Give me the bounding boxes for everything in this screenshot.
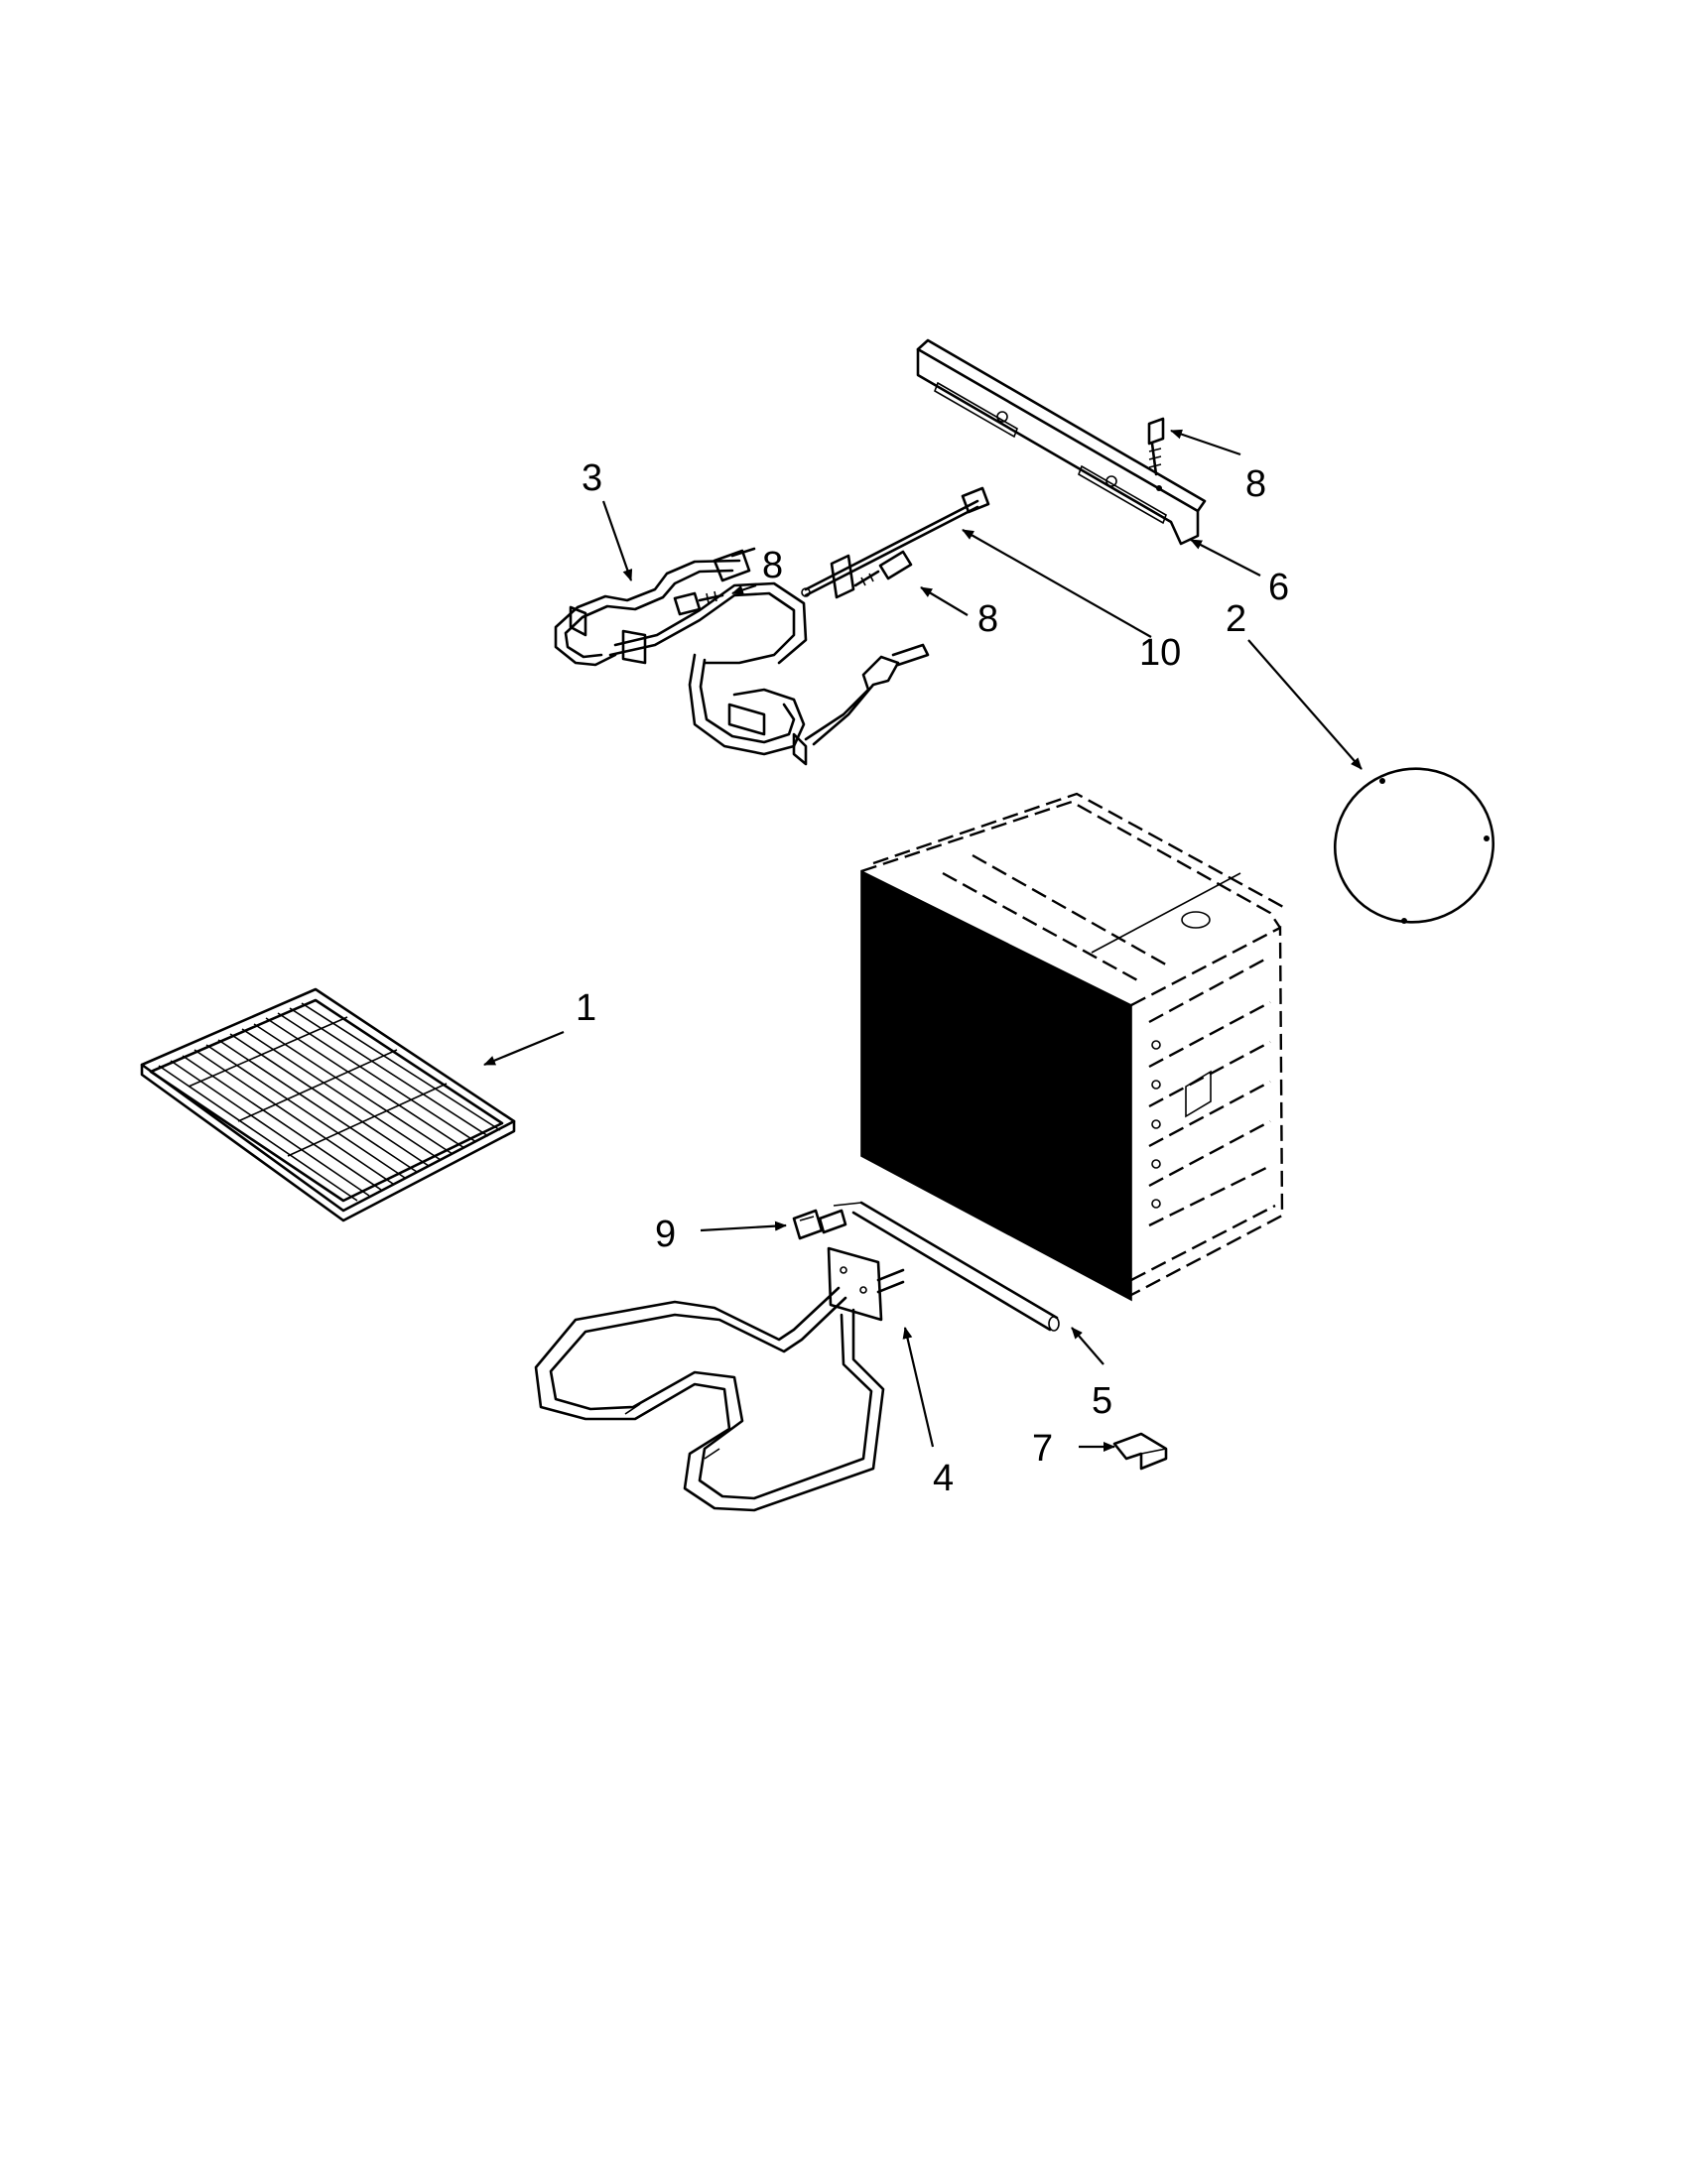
clip-icon (1112, 1432, 1168, 1471)
callout-10: 10 (1139, 632, 1181, 674)
lower-bake-element (534, 1246, 905, 1512)
sensor-probe (801, 486, 990, 599)
mounting-bracket (916, 338, 1207, 546)
callout-8-top: 8 (1245, 463, 1266, 505)
callout-8-mid: 8 (977, 598, 998, 640)
screw-icon (673, 590, 724, 616)
tube (833, 1201, 1060, 1332)
callout-6: 6 (1268, 567, 1289, 608)
screw-icon (1147, 417, 1165, 491)
callout-9: 9 (655, 1214, 676, 1255)
callout-4: 4 (933, 1458, 954, 1499)
oven-rack (140, 987, 516, 1222)
gasket-ring (1333, 767, 1495, 924)
callout-2: 2 (1226, 598, 1246, 640)
callout-7: 7 (1032, 1428, 1053, 1470)
plug-icon (792, 1209, 847, 1240)
leader-lines (483, 429, 1363, 1452)
callout-labels: 1 2 3 4 5 6 7 8 8 8 9 10 (576, 457, 1289, 1499)
callout-8-left: 8 (762, 545, 783, 586)
callout-3: 3 (582, 457, 602, 499)
callout-5: 5 (1092, 1380, 1112, 1422)
screw-icon (853, 550, 913, 587)
oven-cavity (860, 792, 1286, 1302)
callout-1: 1 (576, 987, 596, 1029)
upper-bake-element (554, 547, 930, 766)
